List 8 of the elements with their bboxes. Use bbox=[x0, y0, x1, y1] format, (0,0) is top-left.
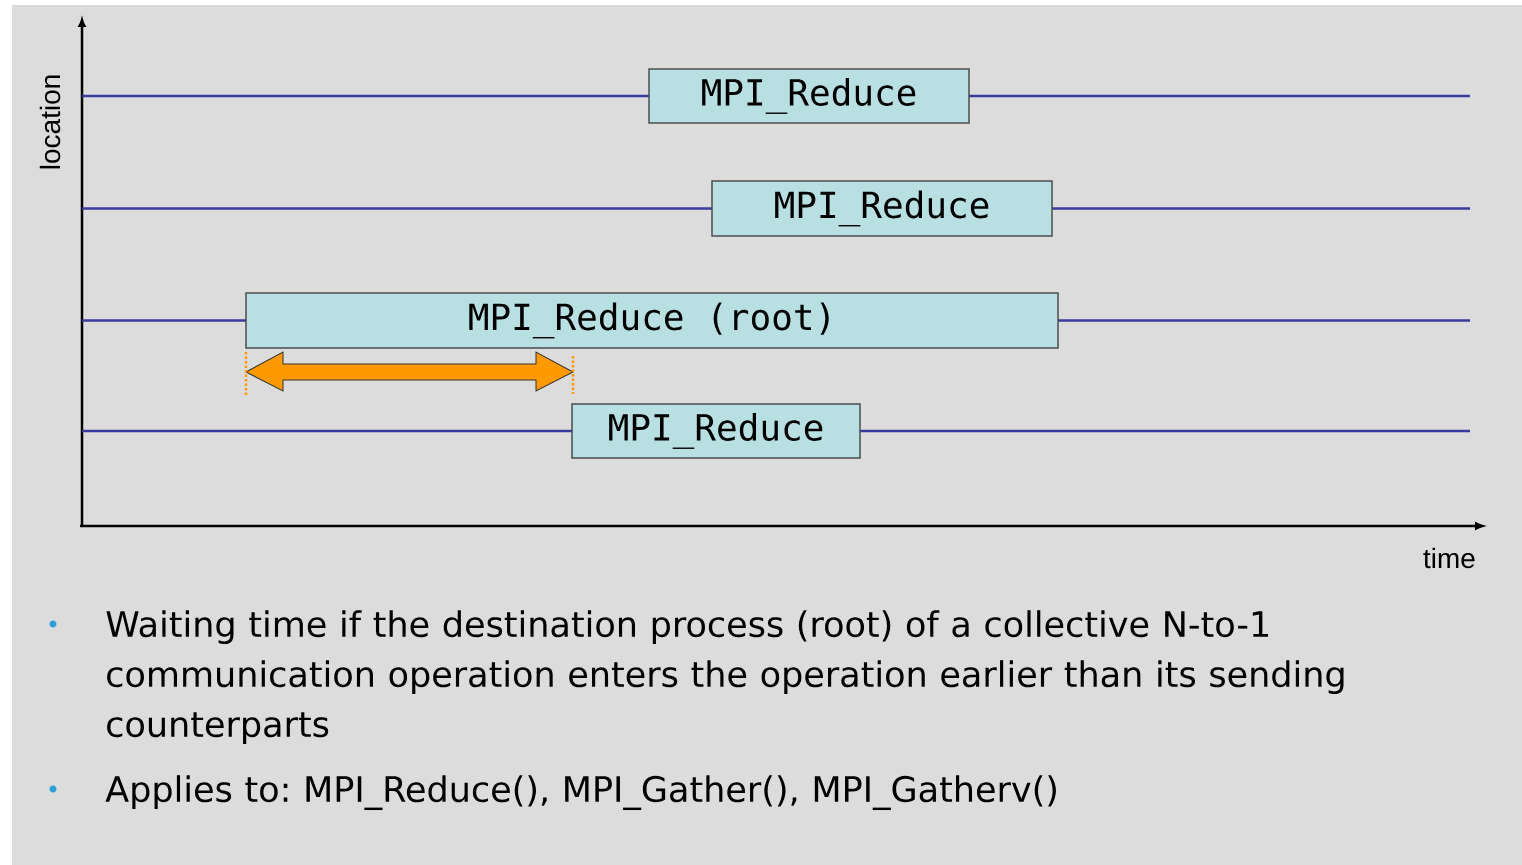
axis-label: time bbox=[1423, 547, 1475, 569]
function-box: MPI_Reduce (root) bbox=[245, 292, 1059, 349]
function-box: MPI_Reduce bbox=[648, 68, 970, 124]
function-box: MPI_Reduce bbox=[711, 180, 1053, 237]
bullet-text: Waiting time if the destination process (root) of a collective N-to-1 communication operation enters the operation earlier than its sending counterparts bbox=[106, 610, 1344, 745]
axis-label: location bbox=[39, 75, 61, 169]
bullet-text: Applies to: MPI_Reduce(), MPI_Gather(), MPI_Gatherv() bbox=[105, 775, 1056, 811]
function-box: MPI_Reduce bbox=[571, 403, 861, 459]
